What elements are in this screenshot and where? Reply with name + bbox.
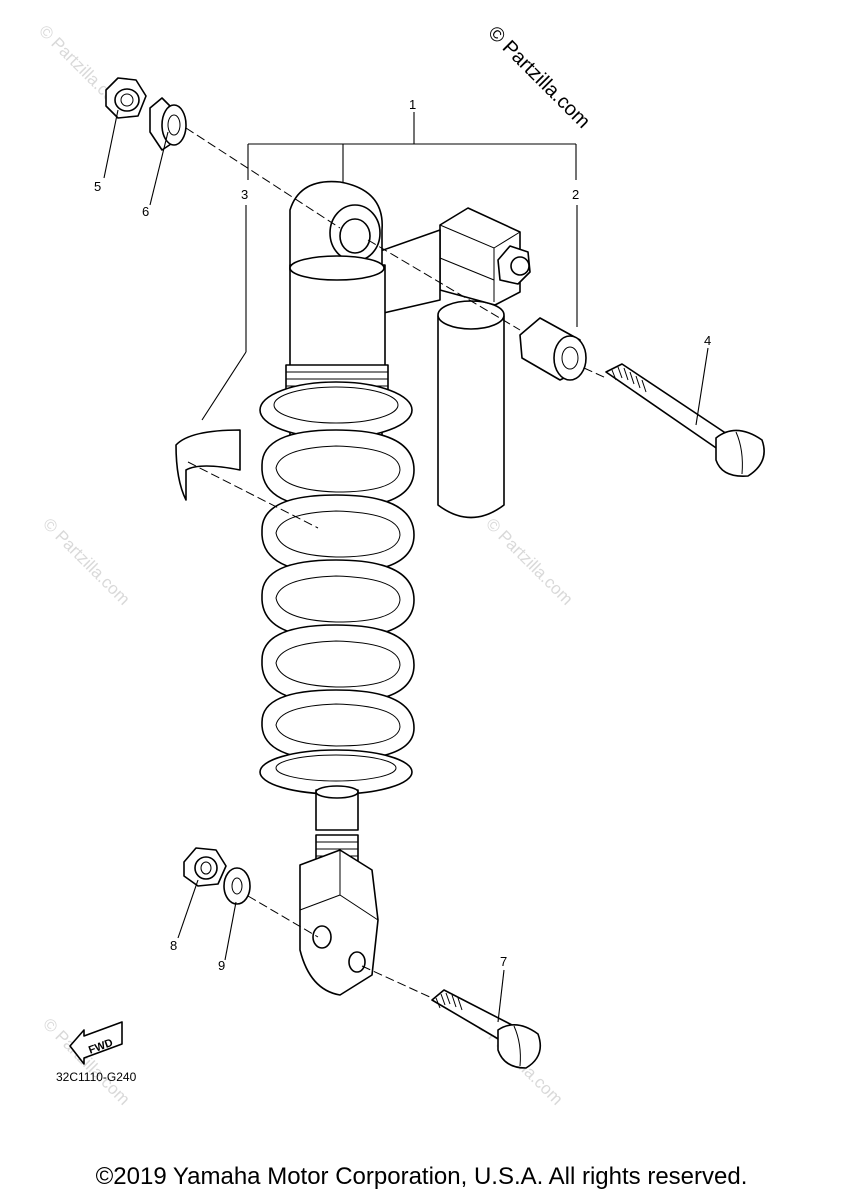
bolt-upper	[605, 363, 765, 477]
callout-7: 7	[500, 954, 507, 969]
callout-6: 6	[142, 204, 149, 219]
callout-2: 2	[572, 187, 579, 202]
watermark-top: © Partzilla.com	[483, 22, 594, 133]
fwd-arrow-icon: FWD	[69, 1021, 123, 1065]
spring-seat-clip	[175, 429, 241, 501]
assembly-lines	[185, 127, 607, 999]
callouts: 1 2 3 4 5 6 7 8 9	[94, 97, 711, 973]
diagram-code: 32C1110-G240	[56, 1070, 137, 1084]
callout-9: 9	[218, 958, 225, 973]
nut-top	[105, 77, 147, 119]
callout-5: 5	[94, 179, 101, 194]
callout-8: 8	[170, 938, 177, 953]
copyright-notice: ©2019 Yamaha Motor Corporation, U.S.A. A…	[95, 1163, 748, 1190]
coil-spring	[259, 381, 415, 795]
washer-lower	[223, 867, 251, 905]
bolt-lower	[431, 989, 542, 1069]
callout-1: 1	[409, 97, 416, 112]
collar-right	[519, 317, 587, 381]
reservoir	[437, 207, 531, 519]
callout-4: 4	[704, 333, 711, 348]
callout-3: 3	[241, 187, 248, 202]
nut-lower	[183, 847, 227, 887]
watermark-faint-3: © Partzilla.com	[482, 514, 576, 608]
collar-top	[149, 97, 187, 151]
leader-lines	[103, 109, 709, 1023]
lower-clevis	[299, 849, 379, 996]
assembly-bracket	[201, 112, 578, 421]
watermark-faint-2: © Partzilla.com	[39, 514, 133, 608]
